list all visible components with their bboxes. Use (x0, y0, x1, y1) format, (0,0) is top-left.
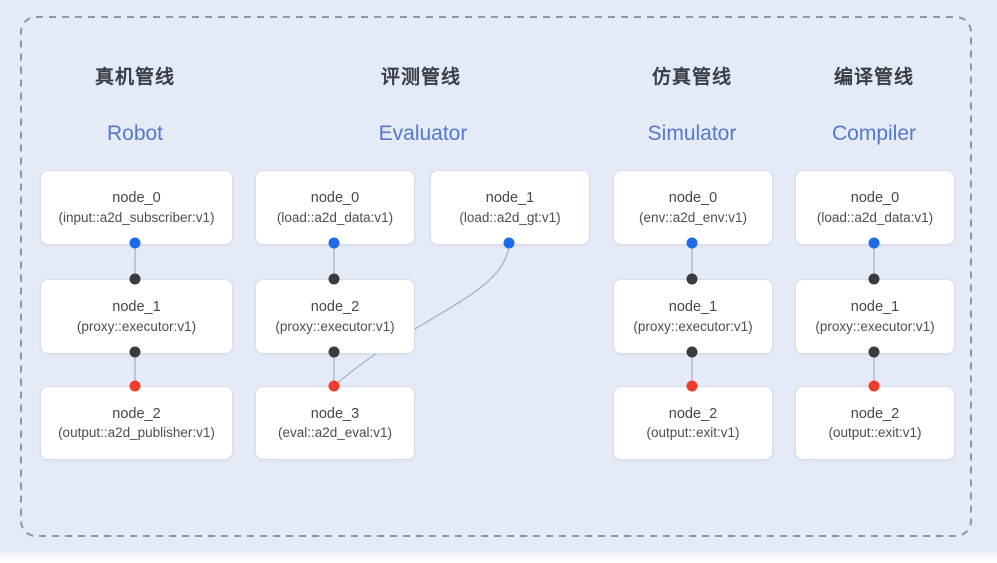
node-type: (output::exit:v1) (646, 425, 740, 440)
node-evaluator-1: node_1 (load::a2d_gt:v1) (430, 170, 590, 245)
node-type: (output::a2d_publisher:v1) (58, 425, 215, 440)
node-label: node_0 (668, 190, 718, 206)
dashed-frame (20, 16, 972, 537)
node-type: (load::a2d_data:v1) (276, 209, 394, 225)
node-evaluator-2: node_2 (proxy::executor:v1) (255, 279, 415, 354)
node-type: (load::a2d_gt:v1) (459, 209, 561, 225)
node-robot-1: node_1 (proxy::executor:v1) (40, 279, 233, 354)
pipeline-title-en-robot: Robot (106, 122, 164, 145)
node-label: node_1 (112, 299, 161, 315)
node-label: node_2 (850, 405, 900, 422)
node-type: (input::a2d_subscriber:v1) (58, 209, 215, 225)
node-robot-2: node_2 (output::a2d_publisher:v1) (40, 386, 233, 460)
node-type: (proxy::executor:v1) (815, 318, 935, 334)
node-label: node_0 (112, 190, 161, 206)
node-label: node_2 (112, 405, 161, 422)
node-label: node_1 (850, 299, 900, 315)
node-evaluator-0: node_0 (load::a2d_data:v1) (255, 170, 415, 245)
node-type: (proxy::executor:v1) (633, 318, 753, 334)
node-label: node_0 (310, 190, 360, 206)
node-type: (env::a2d_env:v1) (638, 209, 748, 225)
node-type: (output::exit:v1) (828, 425, 922, 440)
pipeline-title-en-compiler: Compiler (831, 122, 917, 145)
node-simulator-2: node_2 (output::exit:v1) (613, 386, 773, 460)
pipeline-title-zh-compiler: 编译管线 (833, 67, 915, 88)
pipeline-title-en-simulator: Simulator (647, 122, 737, 145)
node-type: (load::a2d_data:v1) (816, 209, 934, 225)
node-type: (proxy::executor:v1) (275, 318, 395, 334)
node-label: node_3 (310, 405, 360, 422)
node-label: node_2 (668, 405, 718, 422)
node-label: node_1 (485, 190, 535, 206)
pipeline-title-zh-simulator: 仿真管线 (651, 67, 733, 88)
node-type: (proxy::executor:v1) (76, 318, 197, 334)
pipeline-title-zh-evaluator: 评测管线 (380, 67, 462, 88)
node-evaluator-3: node_3 (eval::a2d_eval:v1) (255, 386, 415, 460)
node-compiler-1: node_1 (proxy::executor:v1) (795, 279, 955, 354)
node-compiler-0: node_0 (load::a2d_data:v1) (795, 170, 955, 245)
node-simulator-0: node_0 (env::a2d_env:v1) (613, 170, 773, 245)
node-simulator-1: node_1 (proxy::executor:v1) (613, 279, 773, 354)
pipeline-title-en-evaluator: Evaluator (378, 122, 468, 145)
node-label: node_1 (668, 299, 718, 315)
node-label: node_0 (850, 190, 900, 206)
node-type: (eval::a2d_eval:v1) (277, 425, 393, 440)
node-compiler-2: node_2 (output::exit:v1) (795, 386, 955, 460)
node-label: node_2 (310, 299, 360, 315)
pipeline-title-zh-robot: 真机管线 (94, 67, 176, 88)
edge-eval-n1-n3-curve (333, 242, 510, 387)
node-robot-0: node_0 (input::a2d_subscriber:v1) (40, 170, 233, 245)
